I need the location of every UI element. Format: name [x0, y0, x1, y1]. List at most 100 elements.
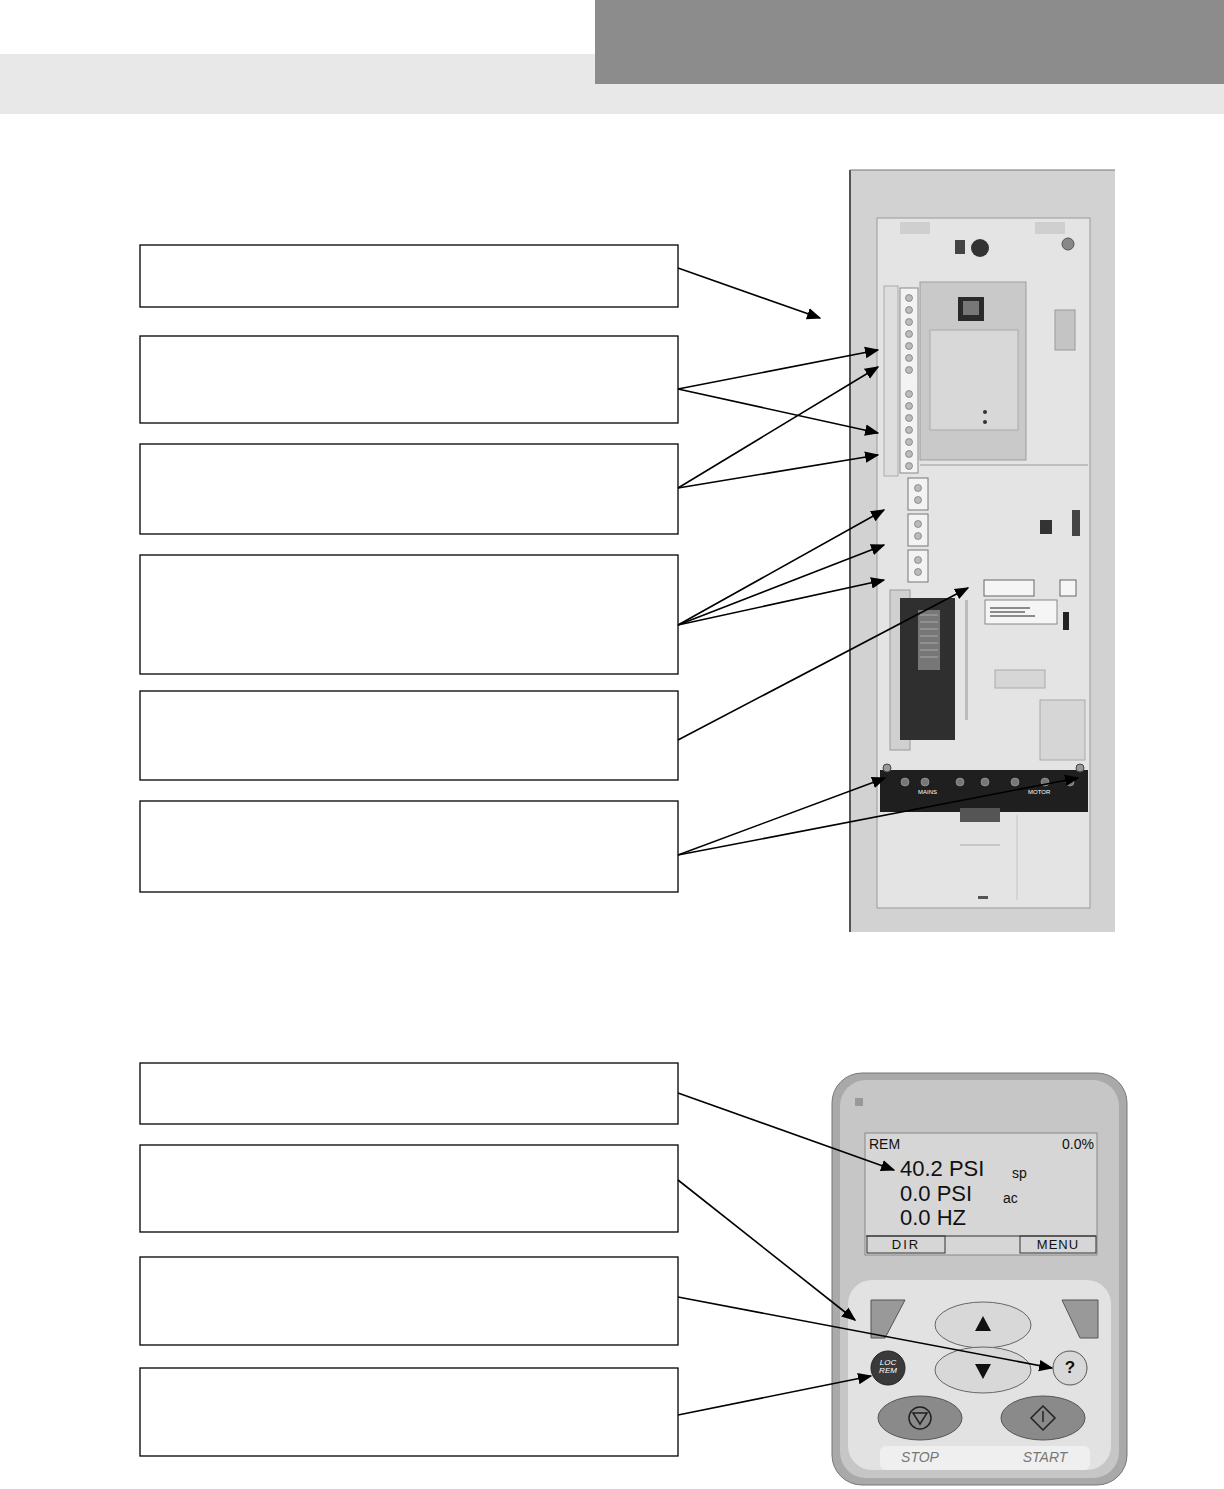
drawing-shape: [140, 336, 678, 423]
drawing-shape: [880, 1446, 1090, 1470]
drawing-shape: [971, 239, 989, 257]
drawing-shape: [678, 1180, 855, 1320]
drawing-shape: [915, 533, 922, 540]
drawing-shape: [915, 569, 922, 576]
drawing-shape: [871, 1300, 905, 1338]
drawing-shape: [906, 427, 913, 434]
drawing-shape: [595, 0, 1224, 84]
softkey-label: DIR: [892, 1238, 920, 1252]
drawing-shape: [1062, 238, 1074, 250]
drawing-shape: [906, 403, 913, 410]
drawing-shape: [678, 389, 878, 433]
drawing-shape: [850, 170, 1115, 932]
drawing-shape: [883, 764, 891, 772]
drawing-shape: [956, 778, 964, 786]
drawing-shape: [920, 615, 938, 657]
drawing-shape: [880, 770, 1088, 812]
drawing-shape: [849, 170, 851, 932]
drawing-shape: [906, 295, 913, 302]
drawing-shape: [678, 545, 884, 625]
drawing-shape: [990, 612, 1025, 613]
actual-value: 0.0 PSI: [900, 1182, 972, 1205]
drawing-shape: [963, 301, 979, 315]
drawing-shape: [983, 420, 987, 424]
drawing-shape: [140, 1368, 678, 1456]
drawing-shape: [920, 643, 938, 644]
drawing-shape: [1031, 1406, 1055, 1430]
drawing-shape: [140, 691, 678, 780]
drawing-shape: [678, 778, 1078, 855]
drawing-shape: [878, 1396, 962, 1440]
drawing-shape: [1017, 815, 1018, 900]
drawing-shape: [1076, 764, 1084, 772]
drawing-shape: [1001, 1396, 1085, 1440]
drawing-shape: [930, 330, 1018, 430]
drawing-shape: [920, 282, 1026, 460]
drawing-shape: [678, 350, 878, 389]
softkey-label: MENU: [1037, 1238, 1079, 1252]
drawing-shape: [900, 288, 918, 473]
drawing-shape: [915, 557, 922, 564]
key-caption: START: [1023, 1450, 1068, 1465]
drawing-shape: [906, 439, 913, 446]
drawing-shape: [935, 1347, 1031, 1393]
drawing-shape: [906, 319, 913, 326]
drawing-shape: [832, 1073, 1127, 1485]
drawing-shape: [1040, 700, 1085, 760]
drawing-shape: [1060, 580, 1076, 596]
drawing-shape: [678, 778, 885, 855]
drawing-shape: [921, 778, 929, 786]
drawing-shape: [840, 1080, 1119, 1478]
drawing-shape: [906, 355, 913, 362]
leader-lines: [678, 268, 1078, 1415]
drawing-shape: [915, 485, 922, 492]
drive-photo: [850, 170, 1115, 932]
drawing-shape: [678, 580, 884, 625]
drawing-shape: [906, 343, 913, 350]
drawing-shape: [906, 463, 913, 470]
loc-rem-key: LOC REM: [878, 1359, 898, 1376]
drawing-shape: [984, 580, 1034, 596]
drawing-shape: [920, 629, 938, 630]
drawing-shape: [906, 295, 913, 470]
value-suffix: sp: [1012, 1166, 1027, 1181]
drawing-shape: [140, 801, 678, 892]
drawing-shape: [913, 1413, 927, 1424]
drawing-shape: [908, 550, 928, 582]
drawing-shape: [901, 778, 909, 786]
drawing-shape: [1063, 612, 1069, 630]
help-key: ?: [1065, 1359, 1075, 1377]
drawing-shape: [884, 286, 898, 476]
drawing-shape: [935, 1302, 1031, 1348]
drawing-shape: [678, 367, 878, 488]
drawing-shape: [920, 657, 938, 658]
drawing-shape: [1053, 1351, 1087, 1385]
drawing-shape: [1020, 1236, 1096, 1253]
drawing-shape: [978, 896, 988, 899]
drawing-shape: [906, 331, 913, 338]
drawing-shape: [915, 521, 922, 528]
callout-boxes: [140, 245, 678, 1456]
drawing-shape: [678, 1376, 871, 1415]
drawing-shape: [955, 240, 965, 254]
drawing-shape: [920, 465, 1088, 466]
drawing-shape: [140, 245, 678, 307]
drawing-shape: [915, 497, 922, 504]
drawing-shape: [900, 222, 930, 234]
drawing-shape: [906, 451, 913, 458]
drawing-shape: [678, 455, 878, 488]
drawing-shape: [990, 616, 1035, 617]
drawing-shape: [867, 1236, 945, 1253]
drawing-shape: [678, 588, 968, 740]
drawing-shape: [915, 485, 922, 576]
drawing-shape: [855, 1098, 863, 1106]
drawing-shape: [920, 650, 938, 651]
drawing-shape: [140, 1145, 678, 1232]
drawing-shape: [140, 555, 678, 674]
terminal-label: MOTOR: [1028, 789, 1050, 795]
drawing-shape: [1055, 310, 1075, 350]
frequency-value: 0.0 HZ: [900, 1206, 966, 1229]
drawing-shape: [985, 600, 1057, 624]
drawing-shape: [1011, 778, 1019, 786]
